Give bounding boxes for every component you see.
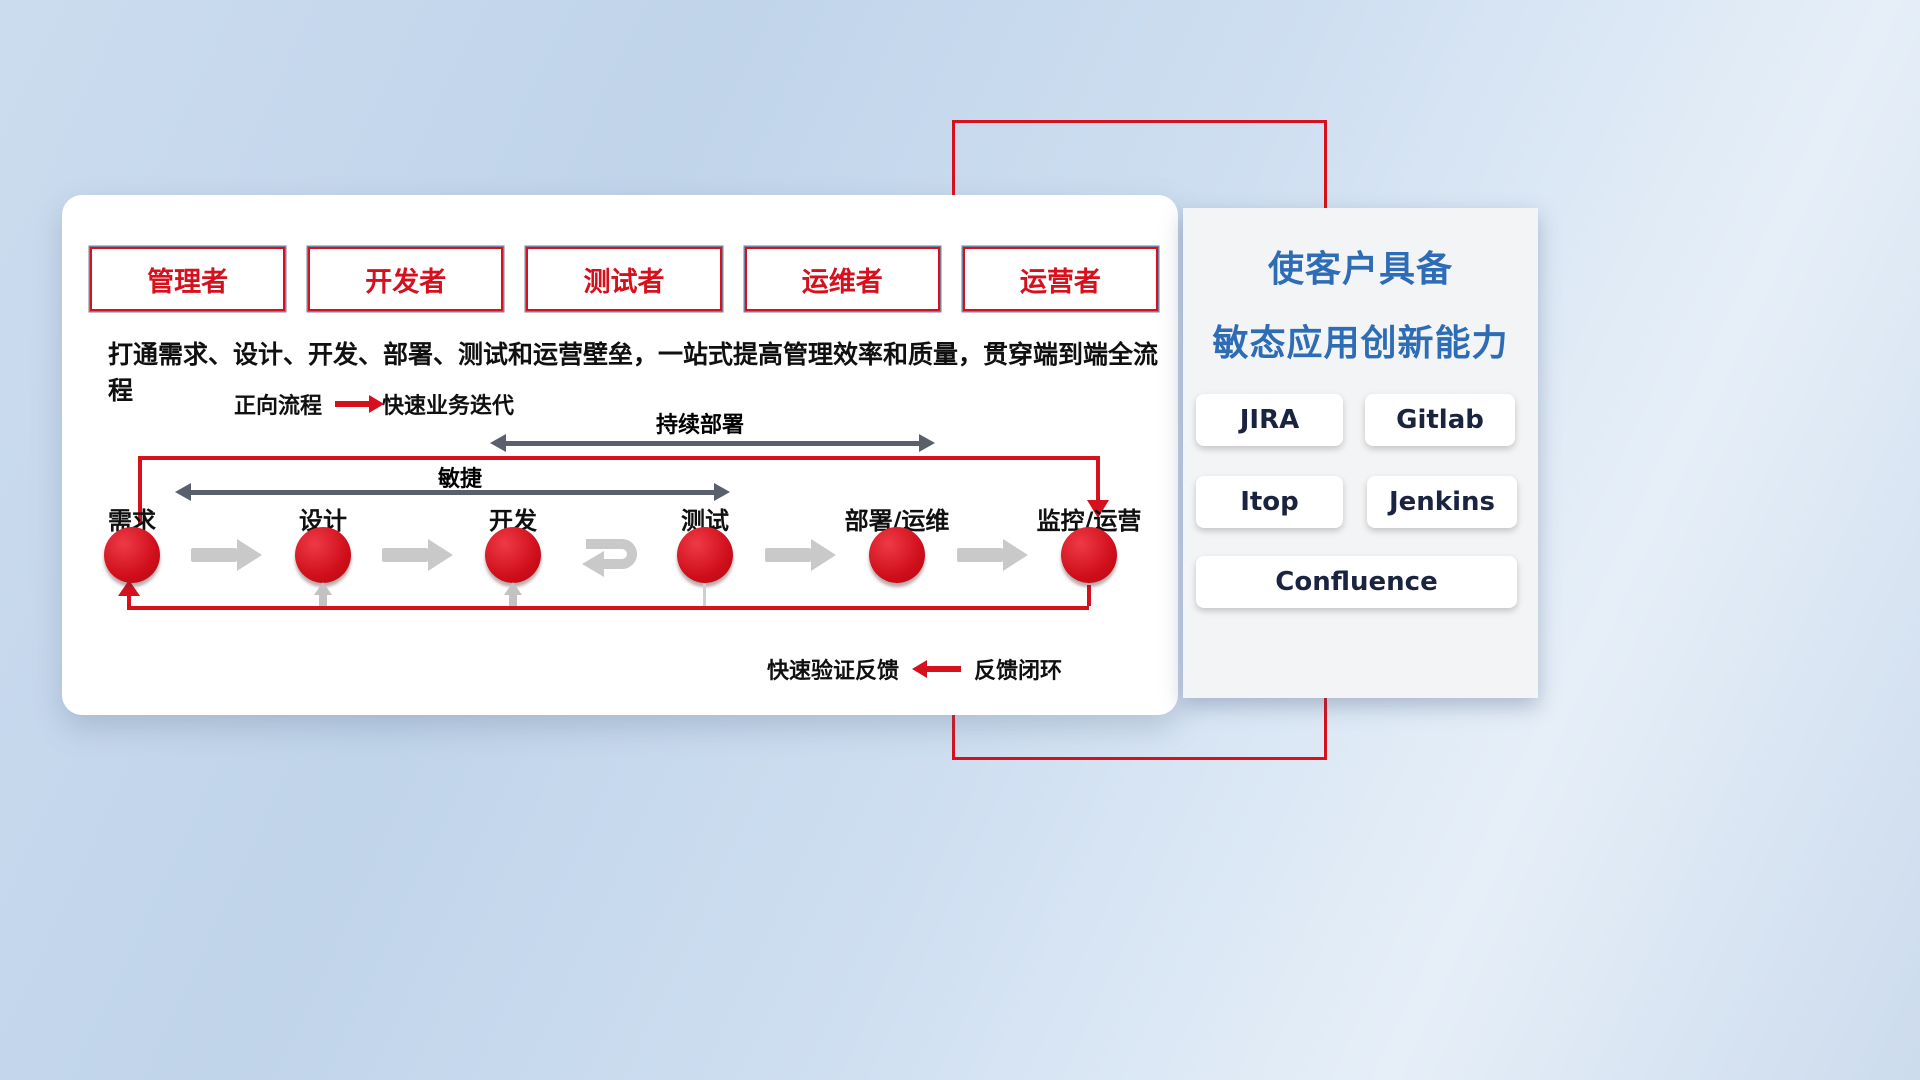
feedback-legend-label: 快速验证反馈	[767, 659, 900, 684]
forward-loop-line-top	[138, 456, 1100, 460]
forward-arrow-icon	[335, 395, 385, 413]
flow-arrow-icon	[191, 539, 262, 571]
stage-node-testing	[677, 527, 733, 583]
capability-panel: 使客户具备 敏态应用创新能力 JIRA Gitlab Itop Jenkins …	[1183, 208, 1538, 698]
agile-label: 敏捷	[437, 467, 482, 492]
feedback-up-arrow-icon	[314, 582, 332, 606]
role-label: 运维者	[801, 266, 883, 298]
forward-flow-value: 快速业务迭代	[382, 394, 515, 419]
agile-span-arrow-icon	[175, 483, 730, 501]
roles-row: 管理者 开发者 测试者 运维者 运营者	[90, 247, 1159, 311]
role-label: 运营者	[1019, 266, 1101, 298]
devops-pipeline-card: 管理者 开发者 测试者 运维者 运营者 打通需求、设计、开发、部署、测试和运营壁…	[62, 195, 1178, 715]
tool-jenkins: Jenkins	[1367, 476, 1517, 528]
role-box-tester: 测试者	[526, 247, 722, 311]
feedback-legend: 快速验证反馈 反馈闭环	[767, 653, 1062, 685]
feedback-arrow-icon	[912, 660, 962, 678]
role-label: 测试者	[583, 266, 665, 298]
forward-loop-line-left	[138, 456, 142, 524]
feedback-legend-value: 反馈闭环	[974, 659, 1063, 684]
role-box-manager: 管理者	[90, 247, 286, 311]
tool-gitlab: Gitlab	[1365, 394, 1515, 446]
forward-loop-line-right	[1096, 456, 1100, 502]
stage-node-deploy-ops	[869, 527, 925, 583]
continuous-deploy-span-arrow-icon	[490, 434, 935, 452]
feedback-up-arrow-icon	[504, 582, 522, 606]
role-box-ops: 运维者	[744, 247, 940, 311]
pipeline-description: 打通需求、设计、开发、部署、测试和运营壁垒，一站式提高管理效率和质量，贯穿端到端…	[108, 340, 1159, 405]
tool-itop: Itop	[1196, 476, 1343, 528]
forward-loop-arrowhead-icon	[1087, 500, 1109, 518]
stage-node-monitor-operate	[1061, 527, 1117, 583]
flow-arrow-icon	[382, 539, 453, 571]
feedback-loop-line-left	[127, 596, 131, 606]
feedback-loop-line-right	[1087, 585, 1091, 606]
stage-node-design	[295, 527, 351, 583]
role-box-operator: 运营者	[962, 247, 1159, 311]
continuous-deploy-label: 持续部署	[655, 413, 744, 438]
flow-arrow-icon	[957, 539, 1028, 571]
stage-node-requirements	[104, 527, 160, 583]
role-label: 开发者	[365, 266, 447, 298]
role-box-developer: 开发者	[308, 247, 504, 311]
forward-flow-label: 正向流程	[234, 394, 323, 419]
panel-title-line2: 敏态应用创新能力	[1212, 323, 1509, 364]
flow-arrow-icon	[765, 539, 836, 571]
tool-confluence: Confluence	[1196, 556, 1517, 608]
stage-node-development	[485, 527, 541, 583]
iteration-loop-arrow-icon	[582, 539, 637, 577]
role-label: 管理者	[147, 266, 229, 298]
forward-flow-legend: 正向流程 快速业务迭代	[234, 388, 514, 420]
panel-title-line1: 使客户具备	[1267, 249, 1453, 290]
feedback-loop-line-bottom	[127, 606, 1089, 610]
feedback-loop-arrowhead-icon	[118, 580, 140, 596]
tool-jira: JIRA	[1196, 394, 1343, 446]
test-feedback-connector	[703, 583, 706, 606]
